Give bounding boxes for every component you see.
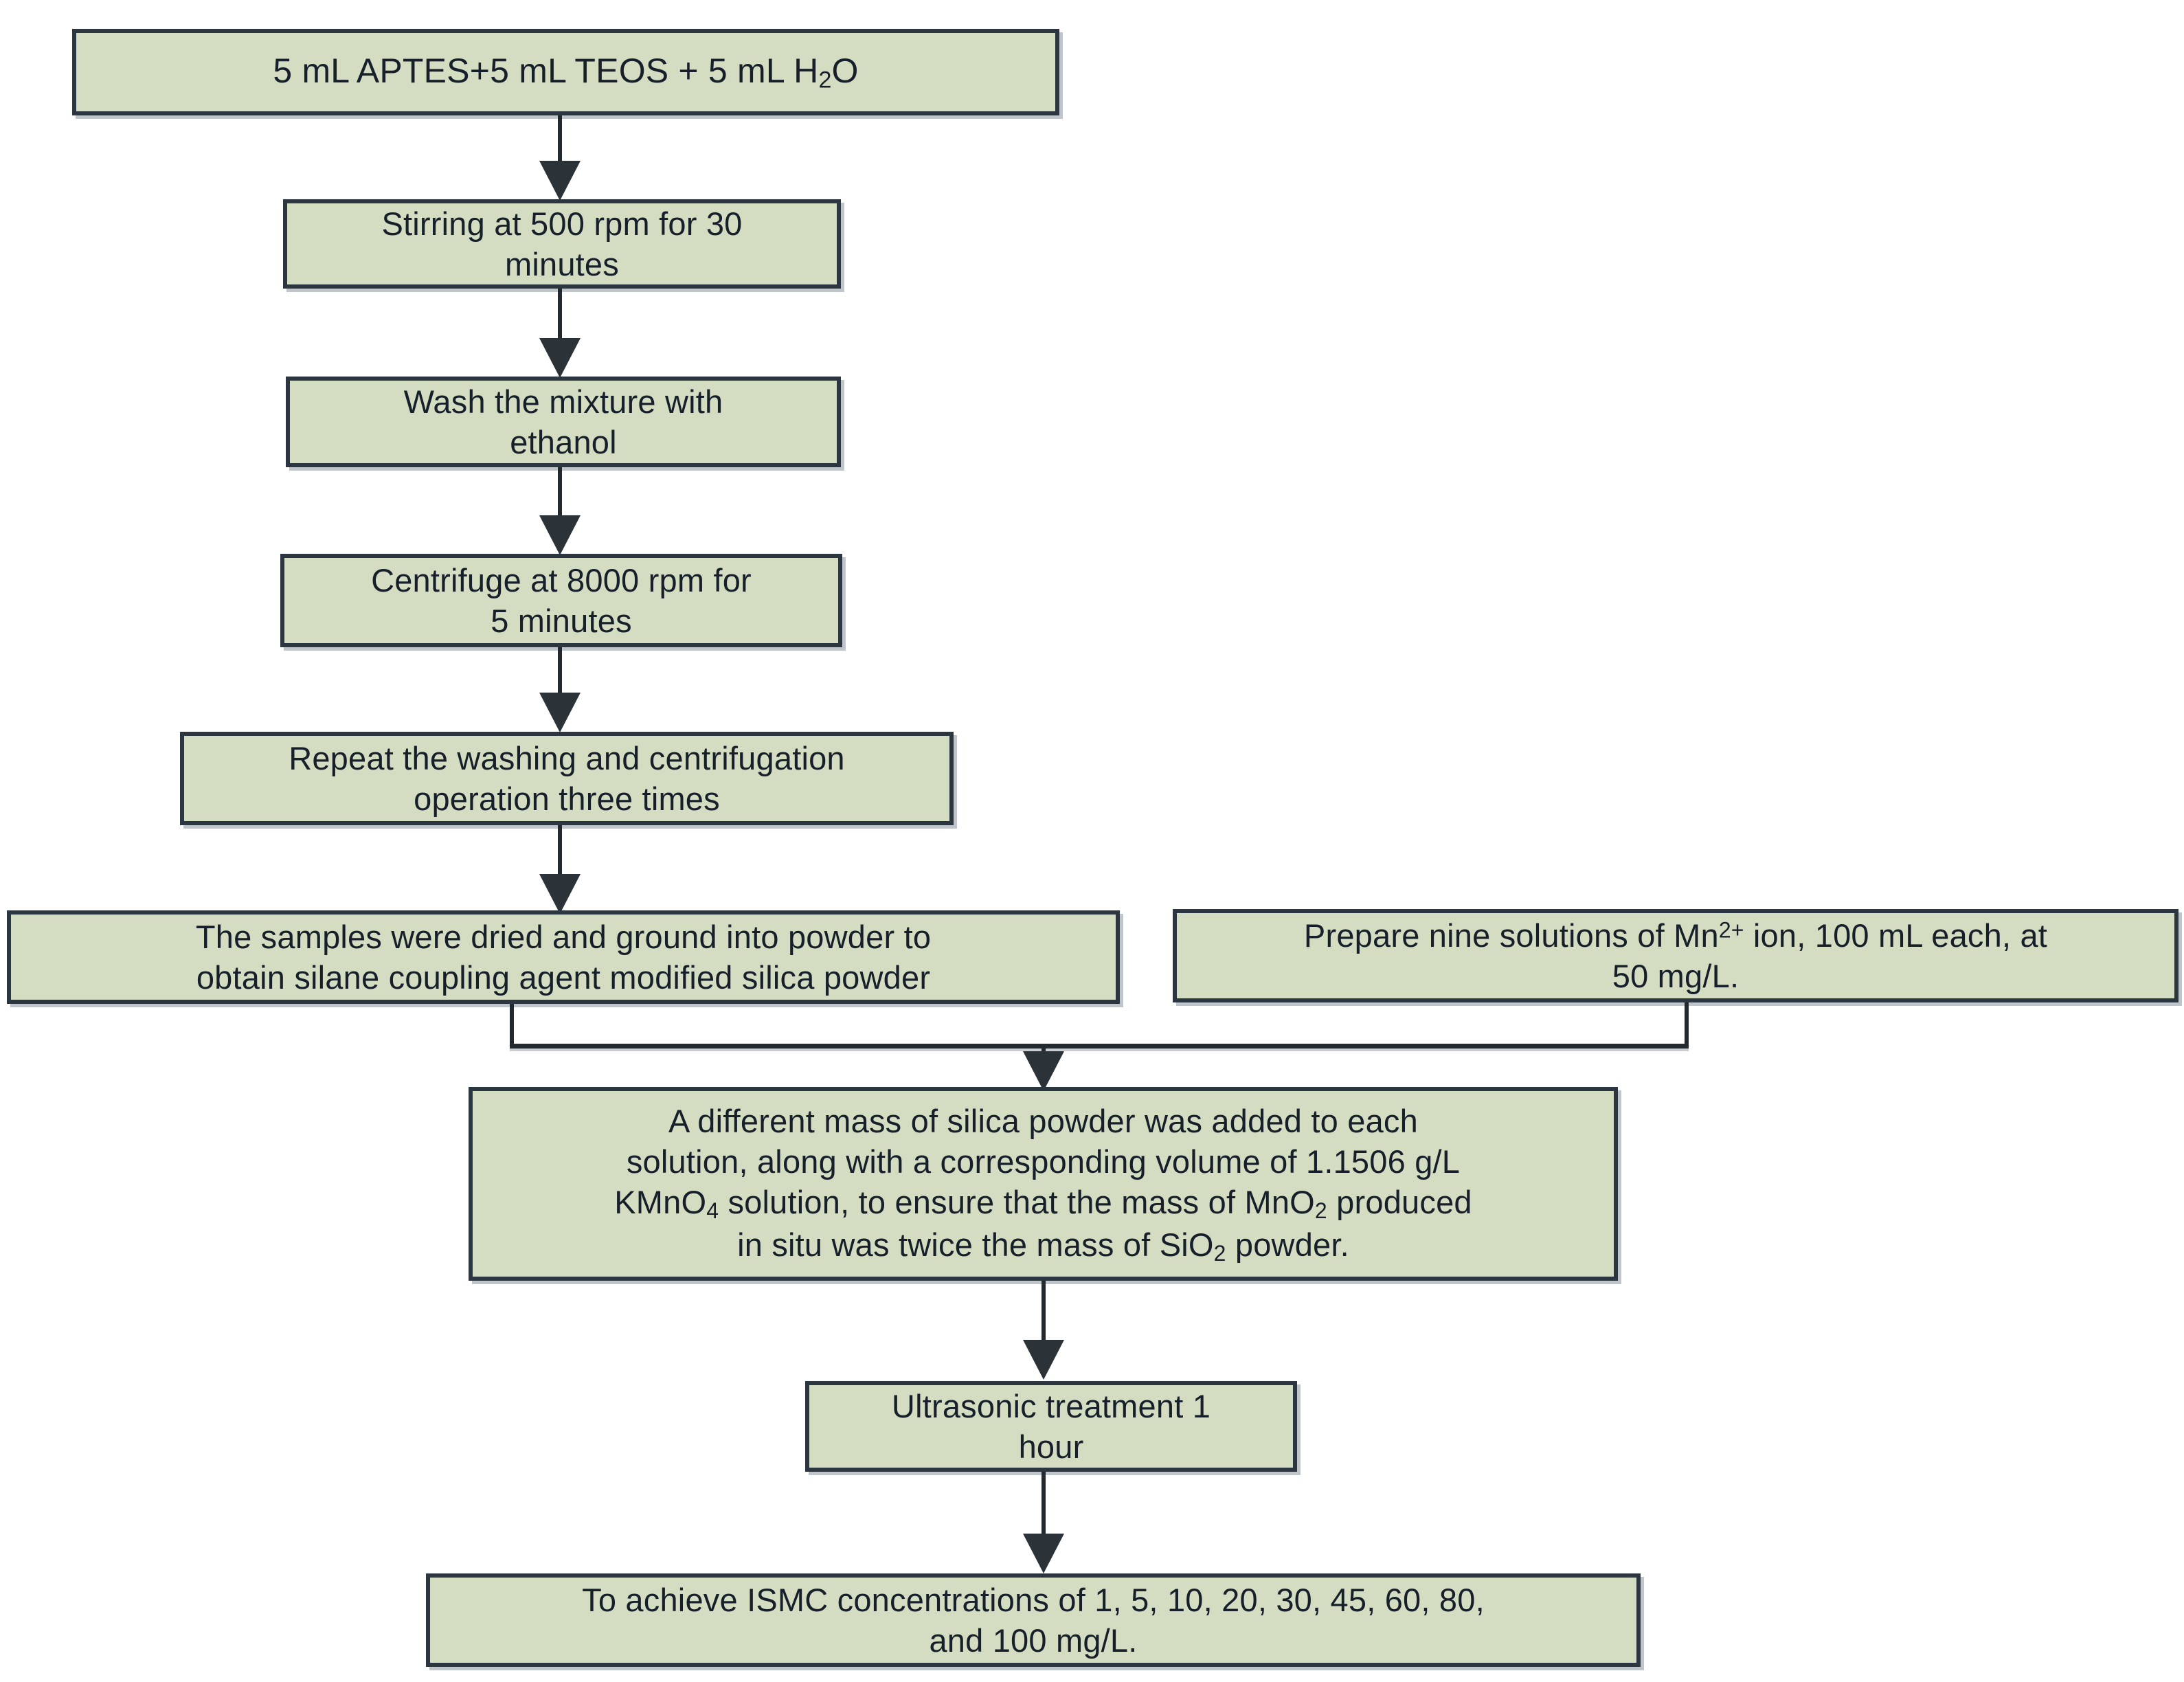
- edge-merge-n8-arrowhead: [1023, 1051, 1064, 1091]
- node-ultrasonic-step[interactable]: Ultrasonic treatment 1 hour: [805, 1381, 1297, 1472]
- edge-n2-n3-arrowhead: [539, 338, 581, 378]
- node-stirring-step-label: Stirring at 500 rpm for 30 minutes: [381, 205, 743, 282]
- edge-n9-n10-arrowhead: [1023, 1534, 1064, 1573]
- node-wash-step-label: Wash the mixture with ethanol: [403, 383, 723, 460]
- edge-n2-n3-line: [558, 289, 562, 355]
- node-centrifuge-step-label: Centrifuge at 8000 rpm for 5 minutes: [371, 561, 752, 639]
- node-prepare-mn-solutions-step-label: Prepare nine solutions of Mn2+ ion, 100 …: [1303, 917, 2048, 994]
- edge-n6-merge-drop: [510, 1004, 514, 1048]
- node-repeat-step[interactable]: Repeat the washing and centrifugation op…: [180, 732, 954, 825]
- node-prepare-mn-solutions-step[interactable]: Prepare nine solutions of Mn2+ ion, 100 …: [1173, 909, 2179, 1002]
- node-ultrasonic-step-label: Ultrasonic treatment 1 hour: [891, 1387, 1211, 1465]
- edge-n5-n6-line: [558, 825, 562, 891]
- node-ismc-concentrations-step[interactable]: To achieve ISMC concentrations of 1, 5, …: [426, 1573, 1641, 1667]
- edge-n1-n2-line: [558, 115, 562, 170]
- edge-n3-n4-arrowhead: [539, 515, 581, 555]
- node-dry-grind-step-label: The samples were dried and ground into p…: [195, 918, 932, 996]
- node-stirring-step[interactable]: Stirring at 500 rpm for 30 minutes: [283, 199, 841, 289]
- node-dry-grind-step[interactable]: The samples were dried and ground into p…: [7, 910, 1120, 1004]
- node-add-silica-kmno4-step[interactable]: A different mass of silica powder was ad…: [469, 1087, 1618, 1281]
- edge-n3-n4-line: [558, 467, 562, 533]
- node-precursor-mix[interactable]: 5 mL APTES+5 mL TEOS + 5 mL H2O: [72, 29, 1059, 115]
- node-ismc-concentrations-step-label: To achieve ISMC concentrations of 1, 5, …: [582, 1581, 1485, 1659]
- node-centrifuge-step[interactable]: Centrifuge at 8000 rpm for 5 minutes: [280, 554, 842, 647]
- edge-n5-n6-arrowhead: [539, 874, 581, 914]
- node-wash-step[interactable]: Wash the mixture with ethanol: [286, 377, 841, 467]
- edge-n4-n5-line: [558, 647, 562, 709]
- node-precursor-mix-label: 5 mL APTES+5 mL TEOS + 5 mL H2O: [273, 51, 859, 93]
- edge-n7-merge-drop: [1685, 1002, 1689, 1048]
- edge-n9-n10-line: [1042, 1472, 1046, 1547]
- edge-n1-n2-arrowhead: [539, 161, 581, 201]
- edge-n4-n5-arrowhead: [539, 693, 581, 732]
- merge-horizontal-bus: [510, 1044, 1689, 1049]
- edge-n8-n9-arrowhead: [1023, 1340, 1064, 1380]
- node-add-silica-kmno4-step-label: A different mass of silica powder was ad…: [614, 1102, 1472, 1266]
- node-repeat-step-label: Repeat the washing and centrifugation op…: [289, 739, 845, 817]
- edge-n8-n9-line: [1042, 1281, 1046, 1347]
